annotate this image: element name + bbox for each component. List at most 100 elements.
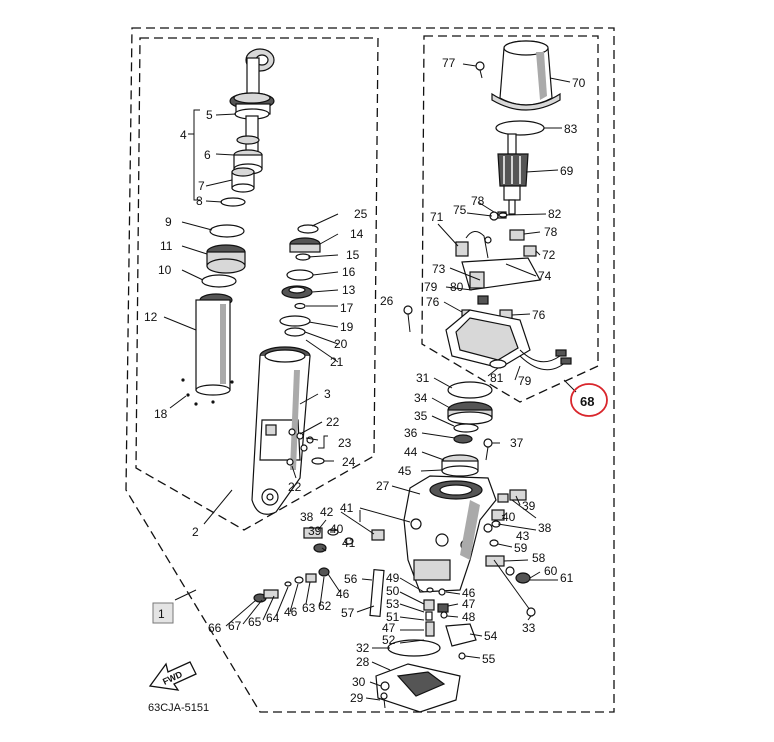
- label-part-50: 50: [386, 584, 400, 598]
- label-part-47-b: 47: [462, 597, 476, 611]
- label-part-6: 6: [204, 148, 211, 162]
- label-part-46-b: 46: [336, 587, 350, 601]
- label-part-78-b: 78: [544, 225, 558, 239]
- outer-assembly-frame: [125, 27, 615, 713]
- part-number-labels: 1 2 3 4 5 6 7 8 9 11 10 12 18 25 14 15 1…: [144, 56, 594, 714]
- label-part-17: 17: [340, 301, 354, 315]
- label-part-64: 64: [266, 611, 280, 625]
- label-part-79-b: 79: [518, 374, 532, 388]
- label-part-36: 36: [404, 426, 418, 440]
- label-part-42: 42: [320, 505, 334, 519]
- tilt-motor-assembly: [445, 40, 572, 371]
- label-part-40-b: 40: [502, 510, 516, 524]
- label-part-80: 80: [450, 280, 464, 294]
- label-part-65: 65: [248, 615, 262, 629]
- callout-box-1: [152, 602, 174, 624]
- label-part-81: 81: [490, 371, 504, 385]
- label-part-40-a: 40: [330, 522, 344, 536]
- label-part-57: 57: [341, 606, 355, 620]
- bolt-26: [403, 305, 413, 333]
- label-part-29: 29: [350, 691, 364, 705]
- label-part-58: 58: [532, 551, 546, 565]
- label-part-12: 12: [144, 310, 158, 324]
- label-part-45: 45: [398, 464, 412, 478]
- highlight-circle: [570, 383, 608, 417]
- label-part-19: 19: [340, 320, 354, 334]
- label-part-3: 3: [324, 387, 331, 401]
- label-part-1: 1: [158, 607, 165, 621]
- label-part-61: 61: [560, 571, 574, 585]
- drawing-code: 63CJA-5151: [148, 702, 209, 714]
- label-part-71: 71: [430, 210, 444, 224]
- forward-arrow-icon: [148, 661, 197, 691]
- label-part-72: 72: [542, 248, 556, 262]
- label-part-73: 73: [432, 262, 446, 276]
- label-part-60: 60: [544, 564, 558, 578]
- label-part-39-a: 39: [308, 524, 322, 538]
- valve-small-parts: [286, 428, 325, 466]
- label-part-52: 52: [382, 633, 396, 647]
- label-part-76-a: 76: [426, 295, 440, 309]
- label-part-67: 67: [228, 619, 242, 633]
- manual-valve-parts: [253, 567, 330, 603]
- label-part-75: 75: [453, 203, 467, 217]
- label-part-82: 82: [548, 207, 562, 221]
- trim-cylinder-group-frame: [135, 37, 379, 531]
- label-part-48: 48: [462, 610, 476, 624]
- label-part-39-b: 39: [522, 499, 536, 513]
- label-part-56: 56: [344, 572, 358, 586]
- label-part-25: 25: [354, 207, 368, 221]
- label-part-68: 68: [580, 394, 594, 409]
- label-part-7: 7: [198, 179, 205, 193]
- label-part-8: 8: [196, 194, 203, 208]
- label-part-35: 35: [414, 409, 428, 423]
- label-part-41-a: 41: [340, 501, 354, 515]
- label-part-41-b: 41: [342, 536, 356, 550]
- label-part-33: 33: [522, 621, 536, 635]
- trim-rod-assembly: [181, 48, 275, 406]
- label-part-79-a: 79: [424, 280, 438, 294]
- label-part-63: 63: [302, 601, 316, 615]
- label-part-46-a: 46: [462, 586, 476, 600]
- label-part-54: 54: [484, 629, 498, 643]
- label-part-15: 15: [346, 248, 360, 262]
- label-part-77: 77: [442, 56, 456, 70]
- label-part-9: 9: [165, 215, 172, 229]
- label-part-74: 74: [538, 269, 552, 283]
- label-part-21: 21: [330, 355, 344, 369]
- label-part-44: 44: [404, 445, 418, 459]
- label-part-34: 34: [414, 391, 428, 405]
- label-part-47-a: 47: [382, 621, 396, 635]
- label-part-38-a: 38: [300, 510, 314, 524]
- label-part-22-b: 22: [288, 480, 302, 494]
- label-part-18: 18: [154, 407, 168, 421]
- label-part-24: 24: [342, 455, 356, 469]
- label-part-20: 20: [334, 337, 348, 351]
- label-part-31: 31: [416, 371, 430, 385]
- label-part-32: 32: [356, 641, 370, 655]
- label-part-11: 11: [160, 239, 173, 253]
- label-part-27: 27: [376, 479, 390, 493]
- label-part-10: 10: [158, 263, 172, 277]
- label-part-49: 49: [386, 571, 400, 585]
- label-part-78-a: 78: [471, 194, 485, 208]
- label-part-55: 55: [482, 652, 496, 666]
- label-part-46-c: 46: [284, 605, 298, 619]
- label-part-76-b: 76: [532, 308, 546, 322]
- label-part-28: 28: [356, 655, 370, 669]
- label-part-22-a: 22: [326, 415, 340, 429]
- label-part-53: 53: [386, 597, 400, 611]
- label-part-5: 5: [206, 108, 213, 122]
- label-part-69: 69: [560, 164, 574, 178]
- label-part-59: 59: [514, 541, 528, 555]
- label-part-62: 62: [318, 599, 332, 613]
- seal-rings: [279, 224, 321, 337]
- motor-group-frame: [421, 35, 599, 403]
- label-part-38-b: 38: [538, 521, 552, 535]
- label-part-83: 83: [564, 122, 578, 136]
- label-part-51: 51: [386, 610, 400, 624]
- label-part-37: 37: [510, 436, 524, 450]
- label-part-43: 43: [516, 529, 530, 543]
- pump-and-manifold: [303, 381, 536, 713]
